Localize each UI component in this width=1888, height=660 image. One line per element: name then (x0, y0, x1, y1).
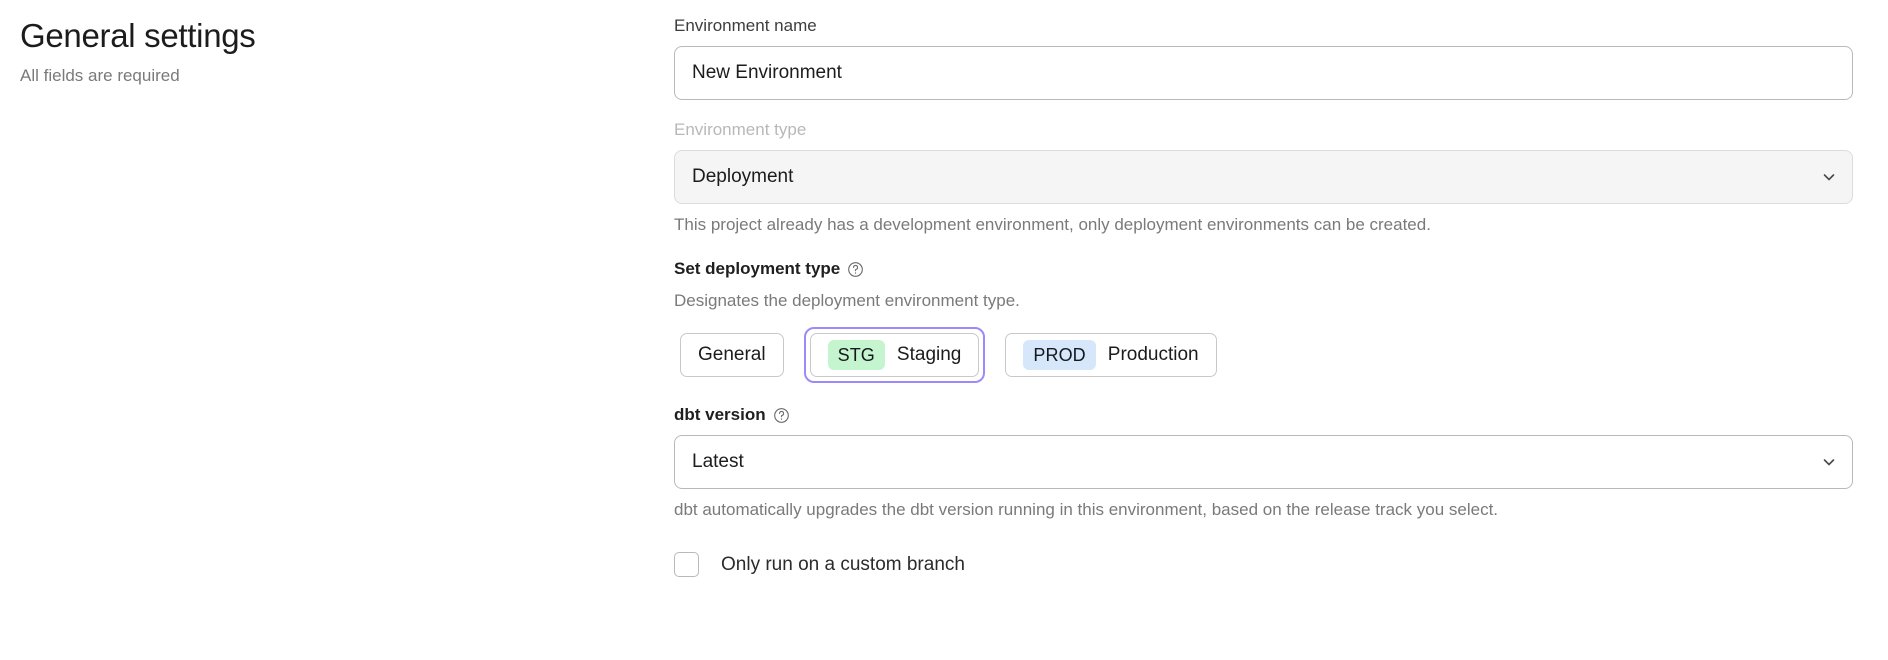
environment-type-helper-text: This project already has a development e… (674, 215, 1431, 234)
production-badge: PROD (1023, 340, 1096, 370)
environment-type-value: Deployment (692, 166, 794, 187)
dbt-version-select-wrap: Latest (674, 435, 1853, 489)
dbt-version-value: Latest (692, 451, 744, 472)
environment-name-input[interactable] (674, 46, 1853, 100)
deployment-option-general-wrap: General (674, 327, 790, 383)
page-title: General settings (20, 17, 256, 54)
dbt-version-label: dbt version (674, 405, 766, 424)
environment-name-field-group: Environment name (674, 14, 1853, 100)
deployment-type-field-group: Set deployment type Designates the deplo… (674, 257, 1853, 383)
custom-branch-checkbox[interactable] (674, 552, 699, 577)
deployment-type-label: Set deployment type (674, 259, 841, 278)
dbt-version-helper-text: dbt automatically upgrades the dbt versi… (674, 500, 1499, 519)
deployment-option-staging[interactable]: STG Staging (809, 333, 980, 377)
deployment-type-label-row: Set deployment type (674, 257, 1853, 281)
deployment-option-general[interactable]: General (680, 333, 784, 377)
dbt-version-select[interactable]: Latest (674, 435, 1853, 489)
help-circle-icon[interactable] (773, 407, 790, 424)
environment-type-field-group: Environment type Deployment This project… (674, 118, 1853, 237)
deployment-type-option-group: General STG Staging PROD Production (674, 327, 1853, 383)
deployment-option-production[interactable]: PROD Production (1005, 333, 1217, 377)
deployment-option-production-wrap: PROD Production (999, 327, 1222, 383)
environment-type-select[interactable]: Deployment (674, 150, 1853, 204)
custom-branch-label[interactable]: Only run on a custom branch (721, 553, 965, 575)
dbt-version-field-group: dbt version Latest (674, 403, 1853, 522)
environment-name-label: Environment name (674, 16, 817, 35)
deployment-option-staging-label: Staging (896, 344, 962, 365)
deployment-option-general-label: General (698, 344, 766, 365)
staging-badge: STG (827, 340, 885, 370)
dbt-version-label-row: dbt version (674, 403, 1853, 427)
environment-type-label: Environment type (674, 120, 807, 139)
deployment-option-staging-wrap: STG Staging (803, 327, 986, 383)
deployment-type-helper-text: Designates the deployment environment ty… (674, 291, 1020, 310)
custom-branch-row: Only run on a custom branch (674, 552, 1853, 577)
settings-form: Environment name Environment type Deploy… (674, 14, 1853, 577)
settings-header: General settings All fields are required (20, 16, 620, 88)
page-subtitle: All fields are required (20, 66, 180, 85)
environment-type-select-wrap: Deployment (674, 150, 1853, 204)
deployment-option-production-label: Production (1107, 344, 1199, 365)
help-circle-icon[interactable] (847, 261, 864, 278)
